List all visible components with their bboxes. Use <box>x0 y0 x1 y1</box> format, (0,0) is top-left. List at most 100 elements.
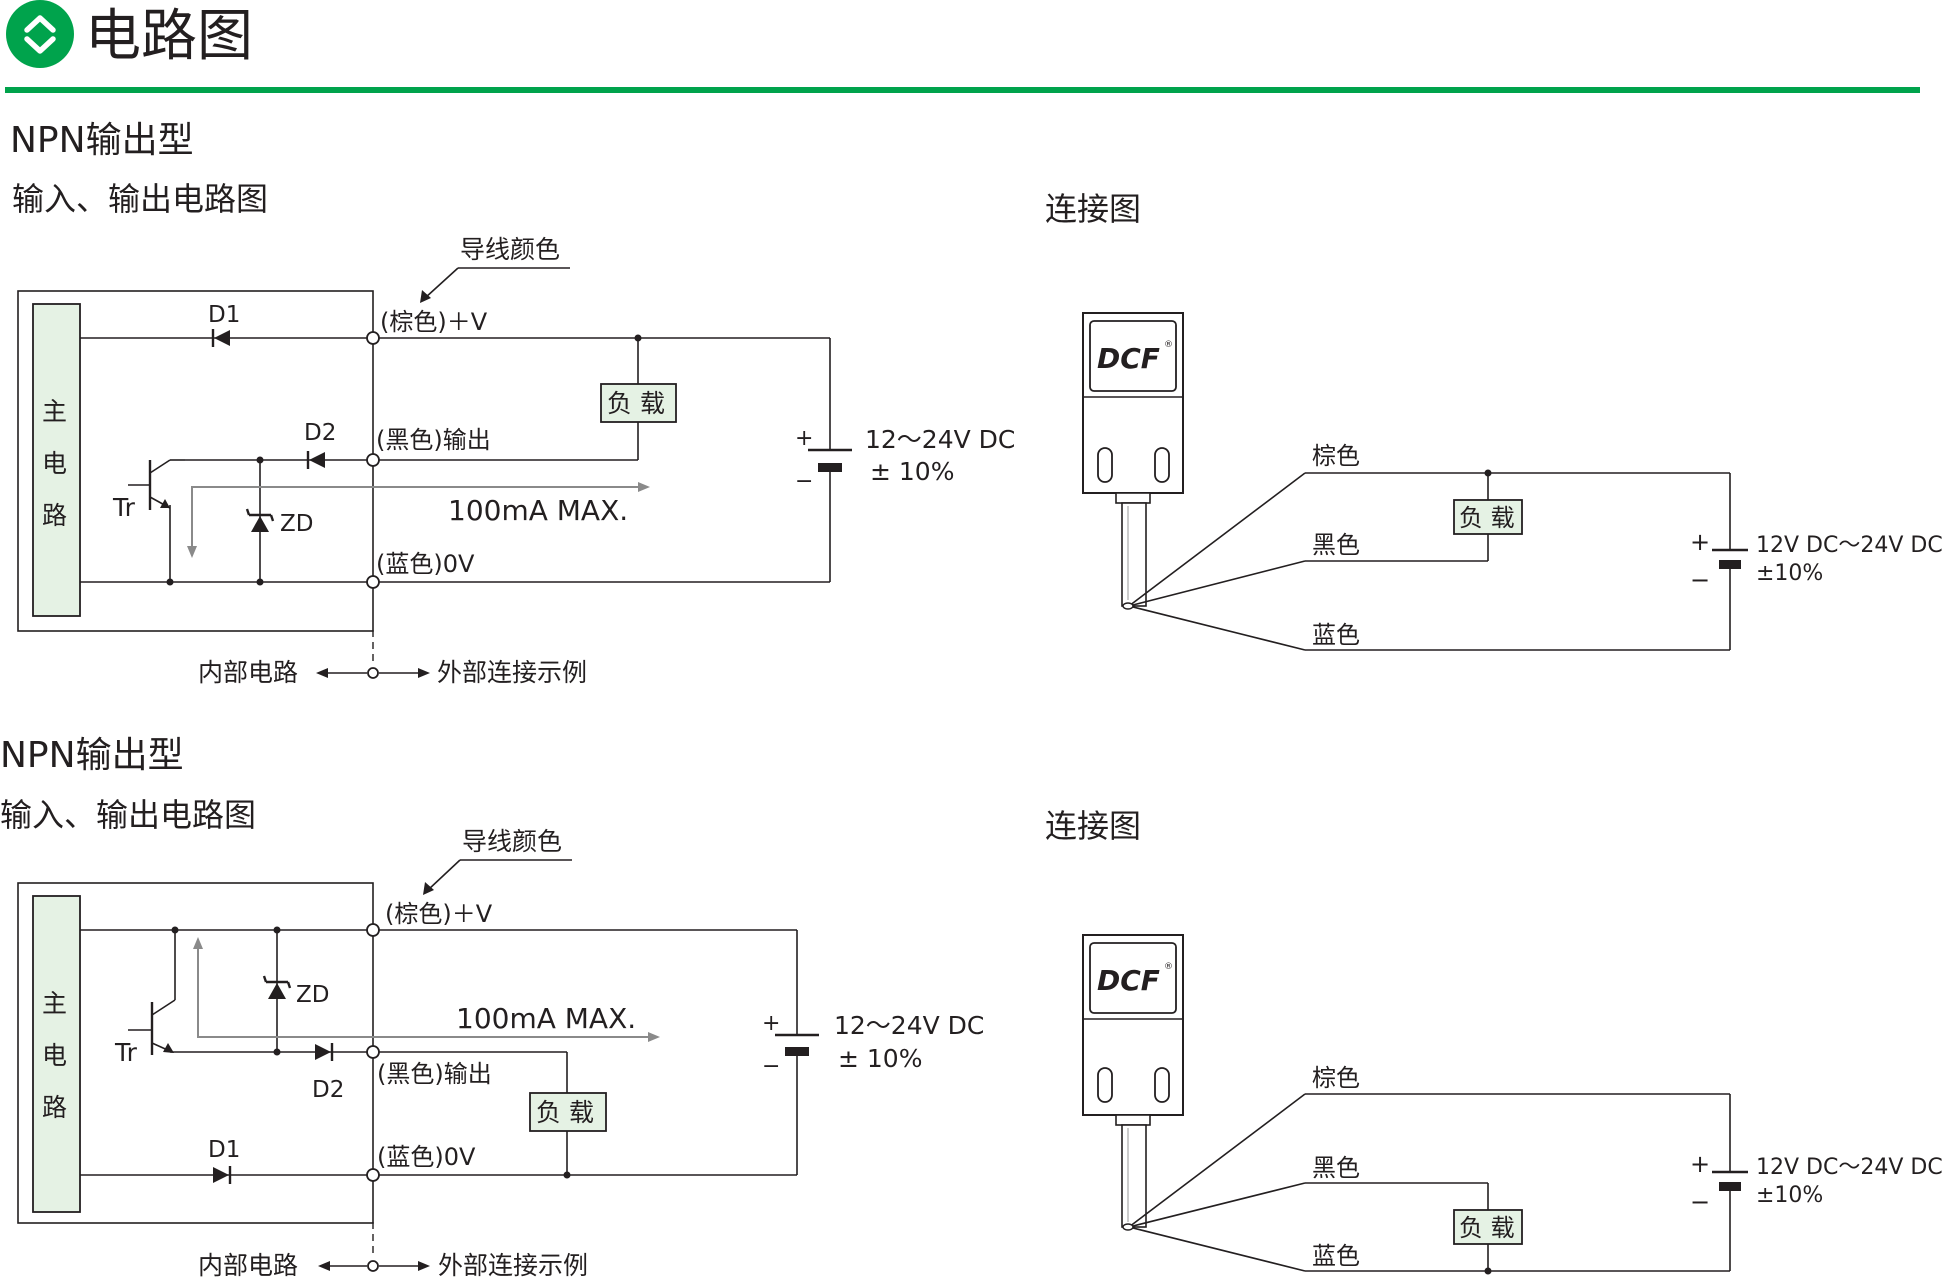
wire-brown-label: 棕色 <box>1312 442 1360 470</box>
supply-voltage: 12V DC～24V DC <box>1756 1155 1943 1180</box>
battery-symbol <box>775 1033 819 1056</box>
section-subtitle: 输入、输出电路图 <box>0 796 256 834</box>
wire-blue-label: 蓝色 <box>1312 1242 1360 1270</box>
zd-label: ZD <box>280 511 313 537</box>
section-title: NPN输出型 <box>10 120 194 161</box>
external-example-label: 外部连接示例 <box>437 658 587 687</box>
d2-label: D2 <box>312 1077 344 1103</box>
wire-black-label: 黑色 <box>1312 1154 1360 1182</box>
page-title: 电路图 <box>85 4 253 69</box>
diode-d2 <box>315 1043 334 1061</box>
terminal-black <box>366 1045 380 1059</box>
battery-minus: − <box>762 1054 780 1079</box>
connection-diagram: DCF ® 棕色 黑色 蓝色 负 载 <box>1082 934 1943 1275</box>
terminal-blue-label: (蓝色)0V <box>376 550 475 578</box>
internal-circuit-label: 内部电路 <box>198 658 298 687</box>
load-box <box>600 383 677 423</box>
battery-plus: + <box>1690 528 1710 556</box>
io-circuit-diagram: 主 电 路 D1 <box>17 235 1015 687</box>
io-circuit-diagram: 主 电 路 Tr <box>17 827 984 1280</box>
diode-d1 <box>211 329 230 347</box>
terminal-brown-label: (棕色)＋V <box>385 900 493 928</box>
battery-plus: + <box>762 1011 780 1036</box>
battery-minus: − <box>1690 566 1710 594</box>
d2-label: D2 <box>304 420 336 446</box>
diode-d1 <box>213 1166 232 1184</box>
battery-minus: − <box>795 469 813 494</box>
header-divider <box>5 87 1920 93</box>
load-box <box>1453 499 1523 535</box>
supply-voltage: 12～24V DC <box>834 1011 984 1040</box>
wire-black-label: 黑色 <box>1312 531 1360 559</box>
terminal-brown <box>366 923 380 937</box>
internal-external-legend: 内部电路 外部连接示例 <box>198 1251 588 1280</box>
registered-mark: ® <box>1164 962 1173 972</box>
load-box <box>529 1092 607 1132</box>
diode-d2 <box>306 451 325 469</box>
current-arrow <box>193 937 660 1042</box>
current-label: 100mA MAX. <box>448 494 628 527</box>
chevron-updown-icon <box>6 0 74 68</box>
supply-tolerance: ± 10% <box>870 457 954 486</box>
supply-tolerance: ±10% <box>1756 561 1823 586</box>
zener-diode <box>262 975 292 999</box>
registered-mark: ® <box>1164 340 1173 350</box>
main-circuit-label: 路 <box>42 1093 67 1122</box>
load-label: 负 载 <box>1459 1214 1515 1242</box>
load-label: 负 载 <box>1459 504 1515 532</box>
tr-label: Tr <box>112 493 136 522</box>
supply-voltage: 12～24V DC <box>865 425 1015 454</box>
main-circuit-label: 电 <box>42 1041 67 1070</box>
wire-blue-label: 蓝色 <box>1312 621 1360 649</box>
brand-logo: DCF <box>1097 964 1160 997</box>
supply-tolerance: ±10% <box>1756 1183 1823 1208</box>
terminal-brown <box>366 331 380 345</box>
wire-color-label: 导线颜色 <box>460 235 560 264</box>
dcf-sensor: DCF ® <box>1082 934 1184 1228</box>
internal-circuit-label: 内部电路 <box>198 1251 298 1278</box>
connection-diagram: DCF ® 棕色 黑色 蓝色 负 载 <box>1082 312 1943 651</box>
supply-tolerance: ± 10% <box>838 1044 922 1073</box>
battery-symbol <box>808 448 852 472</box>
connection-title: 连接图 <box>1045 190 1141 228</box>
battery-plus: + <box>1690 1150 1710 1178</box>
brand-logo: DCF <box>1097 342 1160 375</box>
main-circuit-label: 电 <box>42 449 67 478</box>
main-circuit-label: 路 <box>42 501 67 530</box>
load-label: 负 载 <box>536 1098 594 1127</box>
terminal-blue <box>366 1168 380 1182</box>
terminal-blue <box>366 575 380 589</box>
zener-diode <box>245 508 275 532</box>
main-circuit-label: 主 <box>42 397 67 426</box>
connection-title: 连接图 <box>1045 807 1141 845</box>
section-subtitle: 输入、输出电路图 <box>12 180 268 218</box>
page-header: 电路图 <box>5 0 1920 93</box>
tr-label: Tr <box>114 1038 138 1067</box>
terminal-black <box>366 453 380 467</box>
main-circuit-block <box>32 303 81 617</box>
supply-voltage: 12V DC～24V DC <box>1756 533 1943 558</box>
terminal-black-label: (黑色)输出 <box>376 426 491 454</box>
battery-minus: − <box>1690 1188 1710 1216</box>
section-title: NPN输出型 <box>0 735 184 776</box>
internal-external-legend: 内部电路 外部连接示例 <box>198 658 587 687</box>
section-2: NPN输出型 输入、输出电路图 连接图 主 电 路 <box>0 735 1943 1280</box>
current-arrow <box>187 482 650 558</box>
battery-plus: + <box>795 426 813 451</box>
battery-symbol <box>1712 548 1748 569</box>
zd-label: ZD <box>296 982 329 1008</box>
external-example-label: 外部连接示例 <box>438 1251 588 1278</box>
transistor <box>128 999 176 1055</box>
terminal-black-label: (黑色)输出 <box>377 1060 492 1088</box>
terminal-blue-label: (蓝色)0V <box>377 1143 476 1171</box>
main-circuit-label: 主 <box>42 989 67 1018</box>
d1-label: D1 <box>208 302 240 328</box>
load-label: 负 载 <box>607 389 665 418</box>
d1-label: D1 <box>208 1137 240 1163</box>
current-label: 100mA MAX. <box>456 1002 636 1035</box>
wire-color-label: 导线颜色 <box>462 827 562 856</box>
dcf-sensor: DCF ® <box>1082 312 1184 607</box>
battery-symbol <box>1712 1170 1748 1191</box>
terminal-brown-label: (棕色)＋V <box>380 308 488 336</box>
